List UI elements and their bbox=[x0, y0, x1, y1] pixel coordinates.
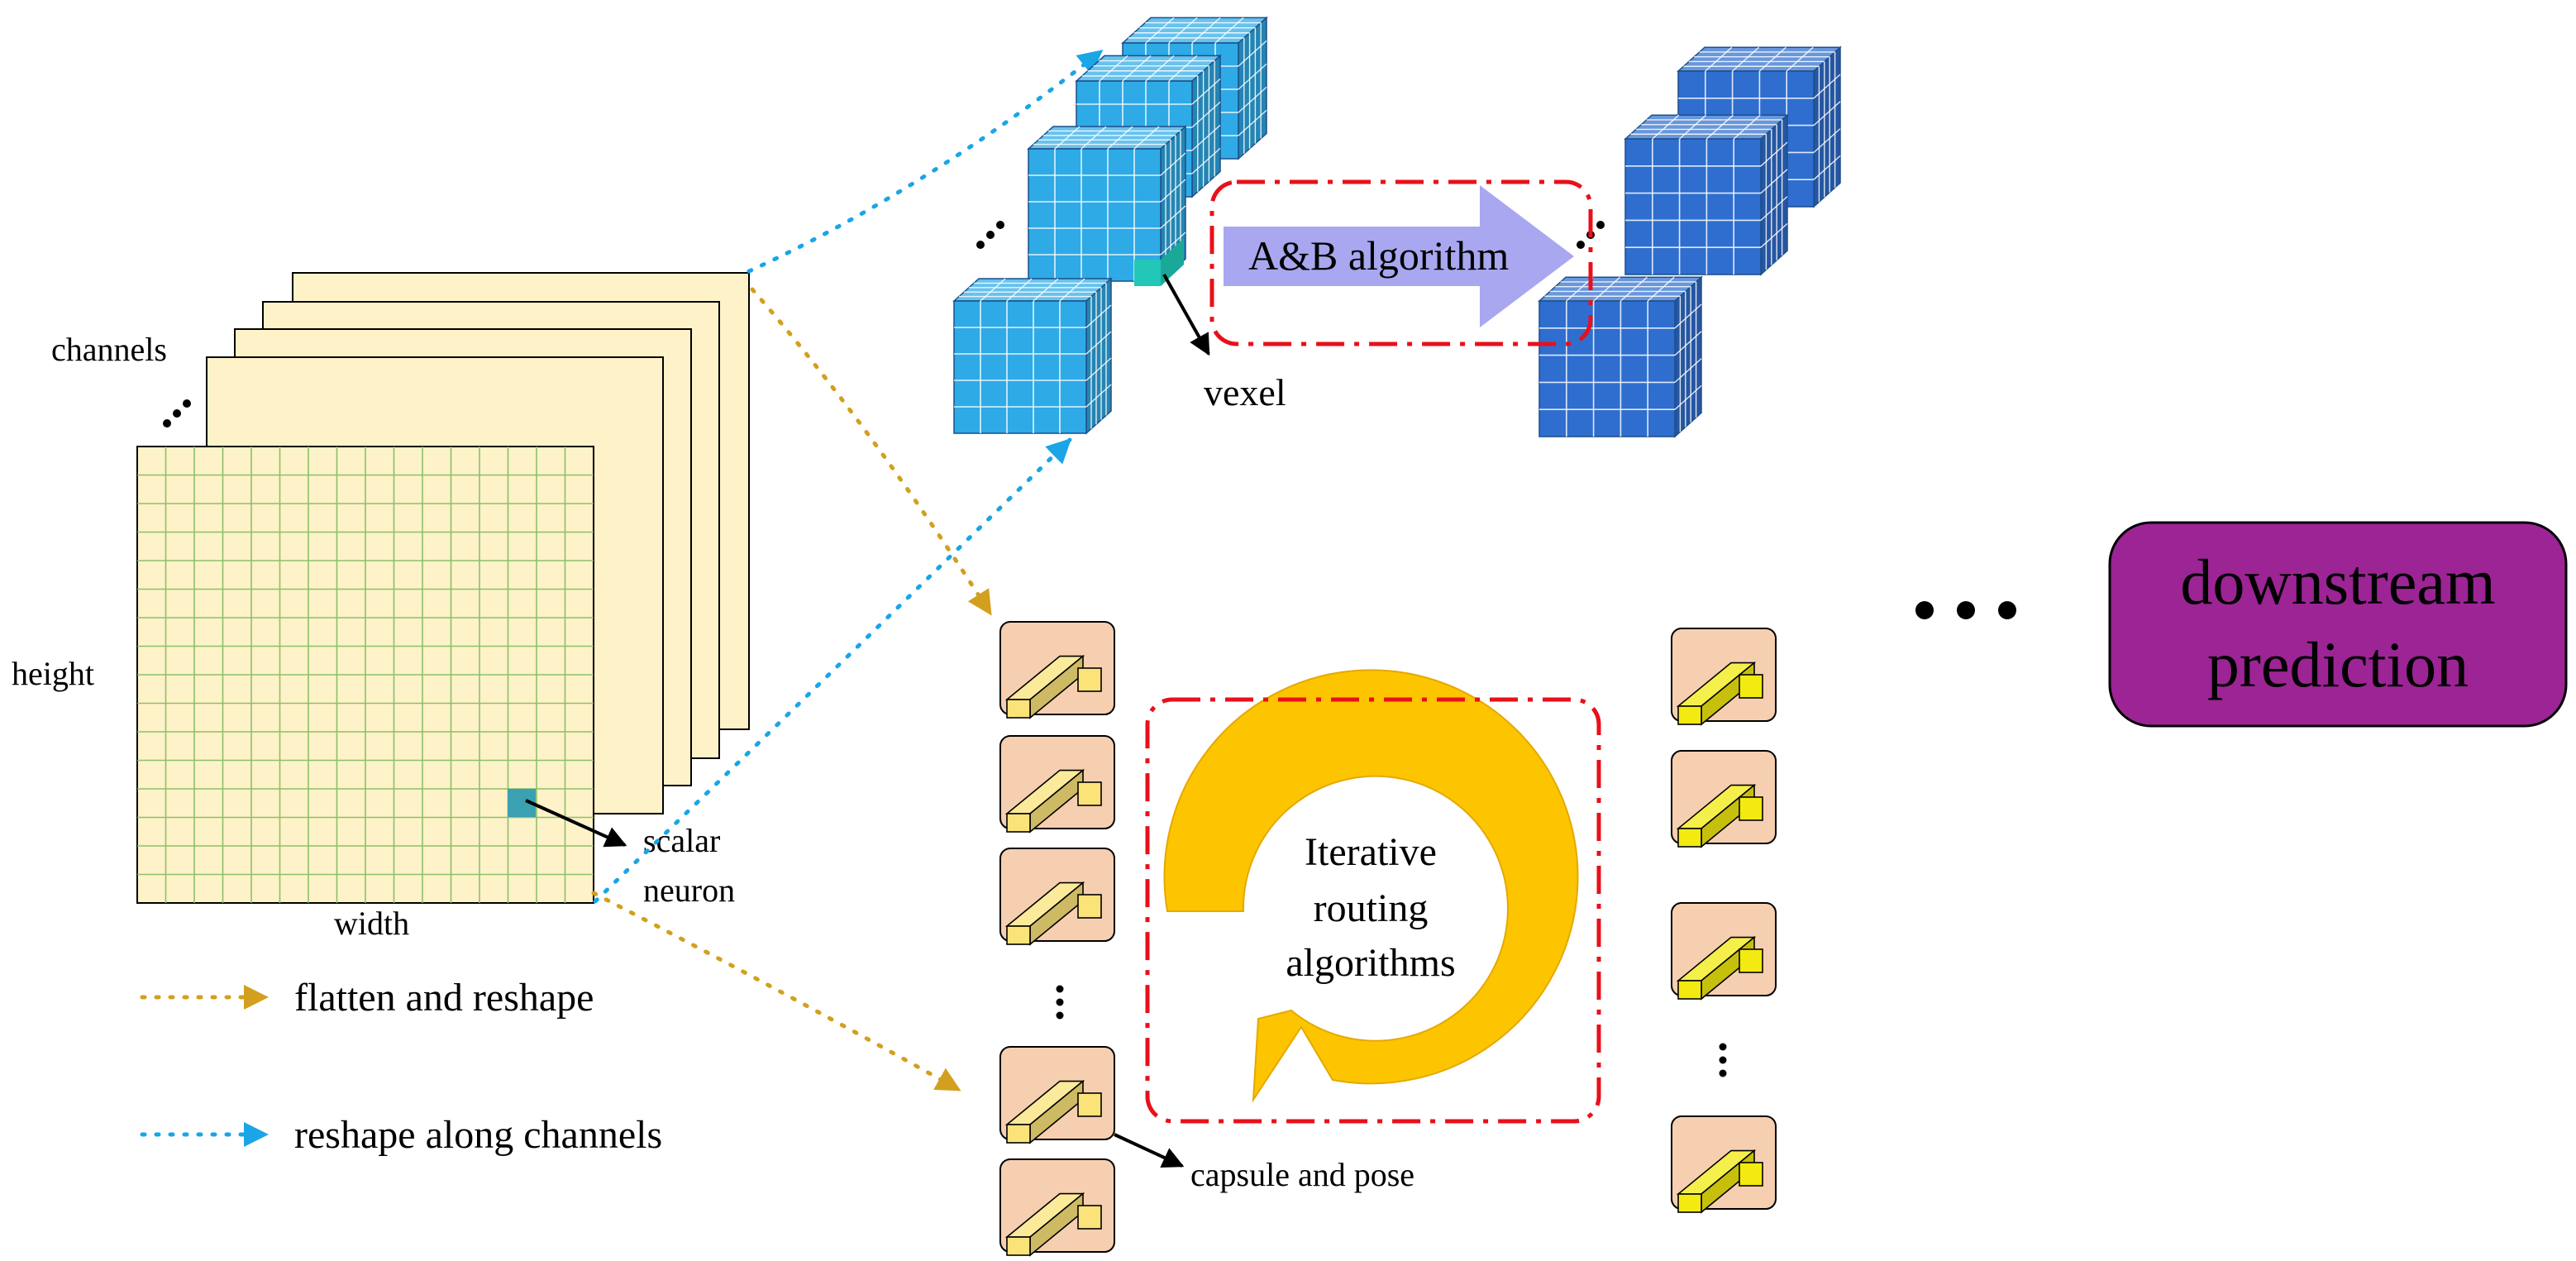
neuron-label: neuron bbox=[643, 872, 735, 909]
capsule-tile bbox=[1671, 750, 1777, 848]
capsule-tile bbox=[999, 1158, 1115, 1257]
channels-ellipsis bbox=[163, 399, 191, 427]
capsule-tile bbox=[1671, 1115, 1777, 1214]
capsule-pose-arrow bbox=[1114, 1133, 1185, 1168]
scalar-neuron-arrow bbox=[525, 799, 627, 848]
downstream-label: downstream bbox=[2180, 546, 2495, 618]
capsule-and-pose-label: capsule and pose bbox=[1190, 1156, 1414, 1193]
vexel-cubes-output bbox=[1538, 45, 1842, 438]
prediction-label: prediction bbox=[2207, 628, 2469, 700]
routing-label-line3: algorithms bbox=[1286, 941, 1455, 985]
vexel-cube bbox=[1624, 113, 1789, 276]
feature-map-grid bbox=[137, 447, 594, 903]
capsule-tile bbox=[999, 735, 1115, 834]
capsule-tile bbox=[1671, 628, 1777, 726]
capsule-column-output bbox=[1671, 628, 1777, 1214]
ab-algorithm-arrow bbox=[1224, 185, 1574, 327]
downstream-prediction-box bbox=[2108, 521, 2568, 728]
scalar-label: scalar bbox=[643, 822, 720, 859]
height-label: height bbox=[12, 655, 94, 692]
feature-map-stack bbox=[136, 272, 750, 904]
capsules-ellipsis-right bbox=[1719, 1043, 1727, 1077]
vexel-label: vexel bbox=[1204, 371, 1286, 413]
vexel-cube bbox=[1538, 275, 1703, 438]
vexel-highlight-side bbox=[1161, 238, 1184, 286]
routing-label-line2: routing bbox=[1314, 886, 1429, 930]
legend: flatten and reshape reshape along channe… bbox=[140, 976, 662, 1157]
capsules-ellipsis-left bbox=[1056, 985, 1064, 1020]
ab-algorithm-label: A&B algorithm bbox=[1248, 232, 1509, 279]
capsule-tile bbox=[999, 621, 1115, 719]
flatten-connectors bbox=[591, 287, 993, 1092]
capsule-tile bbox=[999, 1046, 1115, 1144]
legend-flatten-label: flatten and reshape bbox=[294, 976, 594, 1020]
legend-reshape-label: reshape along channels bbox=[294, 1113, 662, 1157]
routing-label-line1: Iterative bbox=[1305, 830, 1437, 874]
ab-algorithm-dashed-box bbox=[1209, 179, 1593, 346]
vexel-cube bbox=[952, 277, 1113, 435]
channels-label: channels bbox=[51, 331, 167, 368]
routing-cycle-arrow bbox=[1163, 669, 1579, 1103]
vexel-cubes-input bbox=[952, 16, 1268, 435]
capsule-tile bbox=[1671, 902, 1777, 1001]
capsule-tile bbox=[999, 848, 1115, 946]
capsule-column-input bbox=[999, 621, 1115, 1257]
routing-dashed-box bbox=[1145, 697, 1601, 1124]
vexel-cube bbox=[1027, 125, 1187, 283]
reshape-connectors bbox=[593, 49, 1104, 904]
cubes-ellipsis bbox=[976, 221, 1004, 249]
vexel-highlight bbox=[1134, 260, 1161, 286]
stage-ellipsis bbox=[1915, 601, 2016, 619]
width-label: width bbox=[334, 905, 409, 942]
vexel-arrow bbox=[1162, 274, 1210, 356]
